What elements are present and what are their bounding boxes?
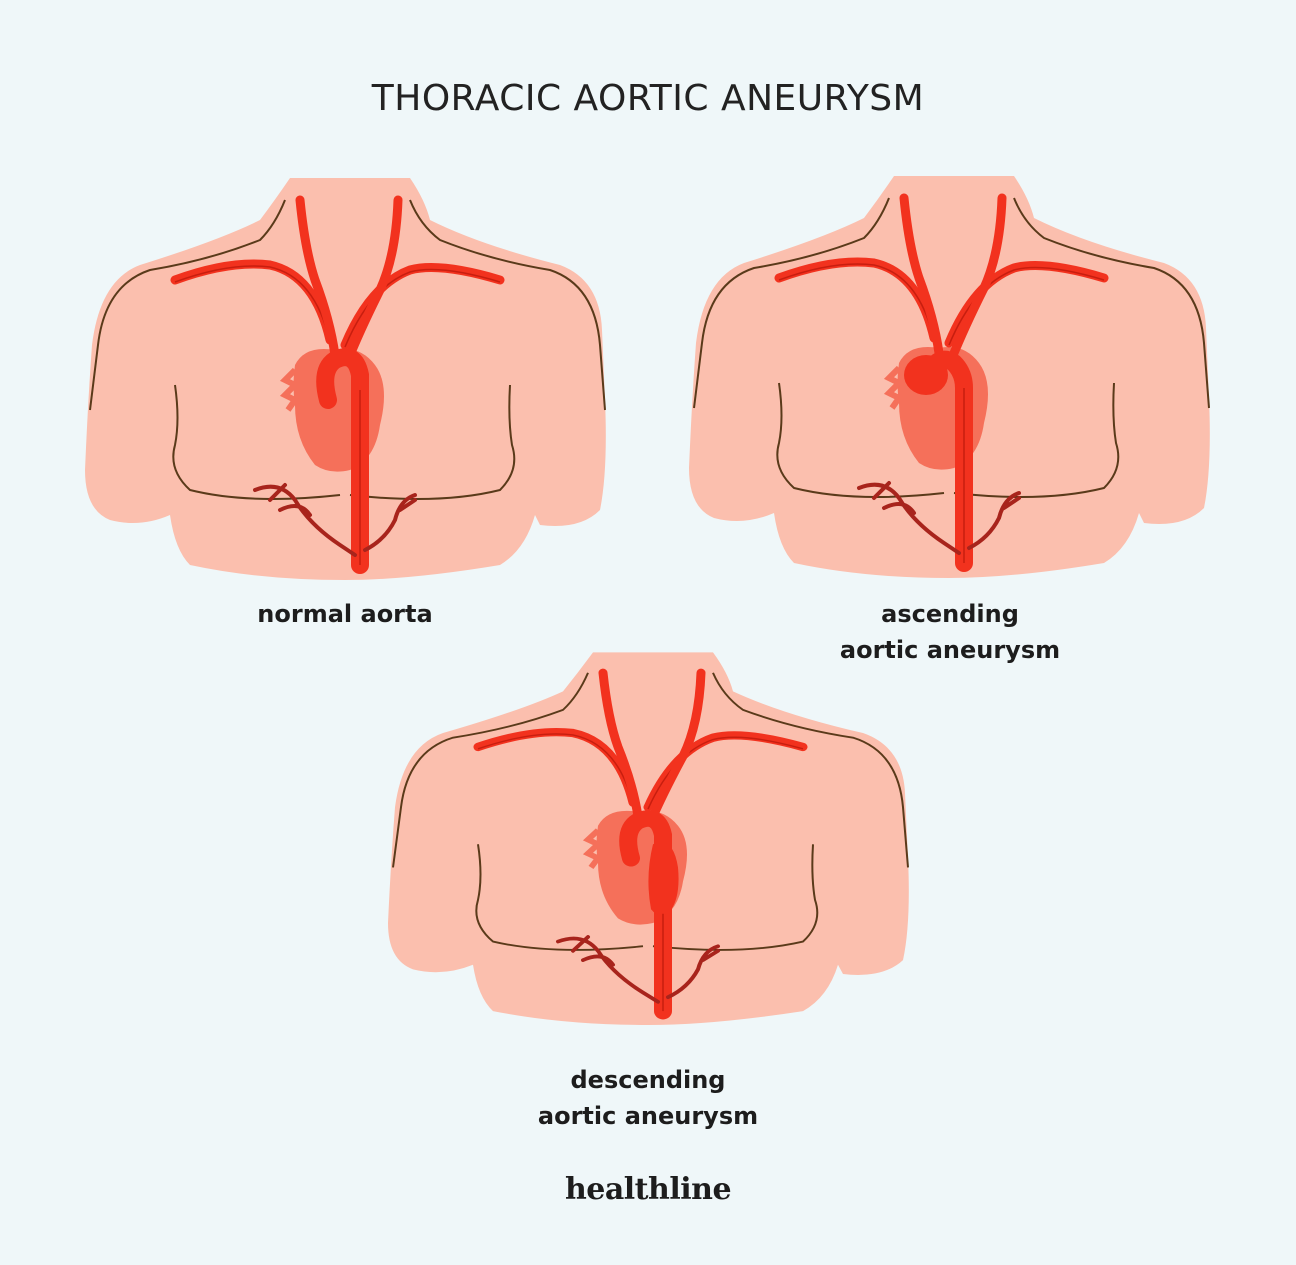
caption-line: descending xyxy=(570,1066,726,1094)
torso-illustration-ascending xyxy=(689,176,1210,578)
left-subclavian-artery xyxy=(170,259,335,345)
page-title: THORACIC AORTIC ANEURYSM xyxy=(371,78,925,119)
aortic-arch xyxy=(316,348,369,574)
abdominal-branches xyxy=(556,935,720,1004)
figure-normal-aorta xyxy=(80,170,610,580)
right-subclavian-artery xyxy=(340,263,505,350)
left-subclavian-artery xyxy=(473,727,638,807)
left-carotid-artery xyxy=(295,195,340,360)
torso-illustration-normal xyxy=(85,178,606,580)
caption-line: aortic aneurysm xyxy=(839,636,1061,664)
figure-descending-aneurysm xyxy=(383,645,913,1025)
aortic-arch xyxy=(920,350,973,572)
right-carotid-artery xyxy=(343,195,403,365)
right-subclavian-artery xyxy=(944,261,1109,348)
caption-normal-aorta: normal aorta xyxy=(195,596,495,632)
caption-line: aortic aneurysm xyxy=(537,1102,759,1130)
right-carotid-artery xyxy=(646,668,706,826)
right-subclavian-artery xyxy=(643,731,808,812)
healthline-logo: healthline xyxy=(564,1172,732,1207)
figure-ascending-aneurysm xyxy=(684,168,1214,578)
right-carotid-artery xyxy=(947,193,1007,363)
abdominal-branches xyxy=(857,481,1021,555)
caption-descending-aneurysm: descending aortic aneurysm xyxy=(498,1062,798,1134)
caption-line: ascending xyxy=(881,600,1019,628)
left-carotid-artery xyxy=(598,668,643,821)
left-carotid-artery xyxy=(899,193,944,358)
aortic-arch xyxy=(619,810,672,1020)
torso-illustration-descending xyxy=(388,652,909,1025)
caption-line: normal aorta xyxy=(257,600,433,628)
descending-aneurysm-bulge xyxy=(648,842,679,916)
caption-ascending-aneurysm: ascending aortic aneurysm xyxy=(800,596,1100,668)
abdominal-branches xyxy=(253,483,417,557)
left-subclavian-artery xyxy=(774,257,939,343)
